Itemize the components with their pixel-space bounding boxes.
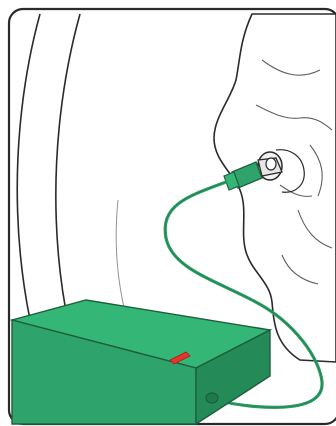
device-port-icon (206, 393, 218, 403)
